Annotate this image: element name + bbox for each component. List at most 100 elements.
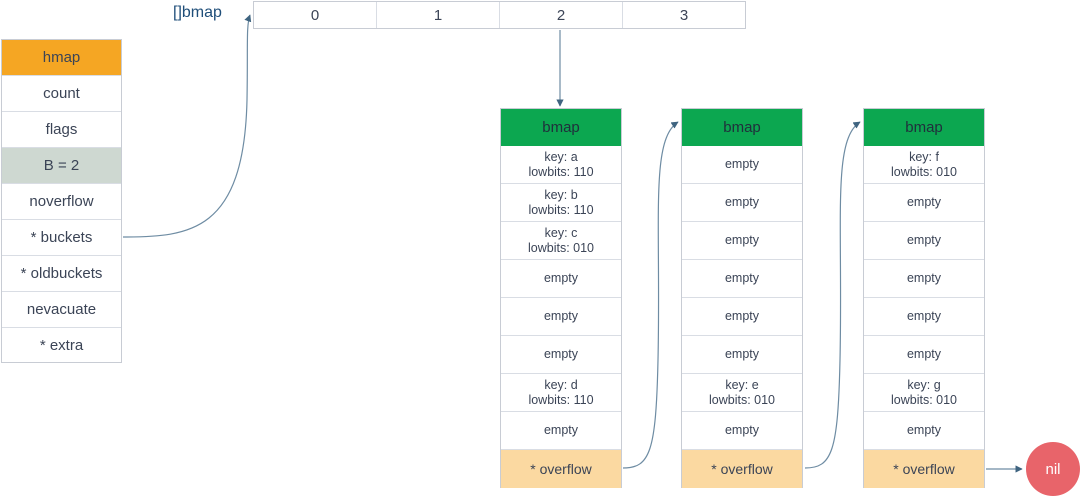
bmap-slot-empty: empty: [682, 412, 802, 450]
bucket-array-cell-1[interactable]: 1: [377, 2, 500, 28]
bmap-slot-empty-label: empty: [724, 157, 760, 172]
bmap-slot-empty-label: empty: [543, 309, 579, 324]
bmap-slot-empty-label: empty: [724, 271, 760, 286]
bmap-slot-lowbits-label: lowbits: 010: [527, 240, 594, 255]
bmap-slot-empty: empty: [682, 336, 802, 374]
hmap-field-label: * extra: [39, 337, 84, 355]
bmap-slot-empty: empty: [682, 146, 802, 184]
hmap-field-label: count: [43, 84, 80, 102]
bmap-slot-empty-label: empty: [906, 423, 942, 438]
bmap-slot-lowbits-label: lowbits: 010: [890, 164, 957, 179]
edge-overflow1-to-bucket2: [804, 121, 861, 469]
bmap-slot-empty: empty: [501, 260, 621, 298]
bmap-slot-empty-label: empty: [906, 271, 942, 286]
hmap-field-row: count: [2, 76, 121, 112]
nil-node: nil: [1026, 442, 1080, 496]
bmap-slot-empty: empty: [682, 184, 802, 222]
bmap-slot-key-label: key: b: [544, 188, 578, 203]
bmap-slot-lowbits-label: lowbits: 110: [528, 392, 594, 407]
bmap-slot-empty-label: empty: [543, 271, 579, 286]
bmap-slot-lowbits-label: lowbits: 010: [890, 392, 957, 407]
bmap-slot-empty-label: empty: [906, 309, 942, 324]
bmap-header-1: bmap: [682, 109, 802, 146]
bmap-slot-lowbits-label: lowbits: 110: [528, 164, 594, 179]
bmap-slot-empty: empty: [501, 298, 621, 336]
bmap-header-2: bmap: [864, 109, 984, 146]
hmap-field-row: flags: [2, 112, 121, 148]
hmap-field-label: hmap: [42, 48, 81, 66]
bmap-overflow-label: * overflow: [893, 460, 955, 477]
bucket-array-cell-3[interactable]: 3: [679, 6, 689, 24]
bmap-bucket-1: bmap empty empty empty empty empty empty key: e…: [681, 108, 803, 488]
bmap-slot-empty: empty: [682, 222, 802, 260]
bmap-overflow-label: * overflow: [530, 460, 592, 477]
bucket-array-cell-2[interactable]: 2: [500, 2, 623, 28]
bmap-slot-key-label: key: a: [544, 150, 578, 165]
hmap-field-row: * extra: [2, 328, 121, 364]
bmap-overflow-row-2: * overflow: [864, 450, 984, 488]
bmap-slot-empty: empty: [864, 260, 984, 298]
bmap-slot-key-label: key: d: [544, 378, 578, 393]
hmap-field-row: * buckets: [2, 220, 121, 256]
bmap-slot-empty: empty: [864, 184, 984, 222]
bmap-slot-key-label: key: f: [909, 150, 939, 165]
hmap-field-label: * oldbuckets: [20, 264, 103, 282]
bmap-slot-empty: empty: [682, 298, 802, 336]
bmap-slot-key-label: key: c: [544, 226, 578, 241]
hmap-field-label: B = 2: [43, 156, 80, 174]
bmap-slot-key-label: key: g: [907, 378, 941, 393]
bmap-header-label: bmap: [542, 118, 580, 136]
bmap-overflow-row-0: * overflow: [501, 450, 621, 488]
hmap-field-row: nevacuate: [2, 292, 121, 328]
edge-buckets-to-array: [122, 14, 252, 238]
hmap-field-label: flags: [45, 120, 78, 138]
bmap-slice-label: []bmap: [173, 4, 222, 21]
bmap-slot-empty-label: empty: [724, 309, 760, 324]
bmap-slot-lowbits-label: lowbits: 010: [708, 392, 775, 407]
bmap-slot-empty-label: empty: [906, 347, 942, 362]
bmap-overflow-row-1: * overflow: [682, 450, 802, 488]
bucket-array-cell-0[interactable]: 0: [254, 2, 377, 28]
bmap-slot-empty-label: empty: [724, 195, 760, 210]
hmap-header-row: hmap: [2, 40, 121, 76]
bmap-overflow-label: * overflow: [711, 460, 773, 477]
bmap-slot-empty-label: empty: [543, 423, 579, 438]
bmap-slot-empty: empty: [864, 222, 984, 260]
bmap-slot-empty: empty: [864, 336, 984, 374]
hmap-field-label: * buckets: [30, 228, 93, 246]
hmap-field-label: nevacuate: [26, 300, 97, 318]
edge-overflow0-to-bucket1: [622, 121, 679, 469]
hmap-field-row: noverflow: [2, 184, 121, 220]
bmap-slot-empty-label: empty: [906, 233, 942, 248]
hmap-field-label: noverflow: [29, 192, 94, 210]
bmap-slot-empty-label: empty: [906, 195, 942, 210]
bmap-slot-empty-label: empty: [724, 347, 760, 362]
bmap-slot-empty: empty: [501, 412, 621, 450]
nil-label: nil: [1045, 460, 1061, 478]
bmap-slot-lowbits-label: lowbits: 110: [528, 202, 594, 217]
hmap-field-row: * oldbuckets: [2, 256, 121, 292]
hmap-field-row: B = 2: [2, 148, 121, 184]
bmap-slot-key-label: key: e: [725, 378, 759, 393]
bmap-slot-empty: empty: [864, 412, 984, 450]
bmap-slot-empty: empty: [501, 336, 621, 374]
hmap-struct: hmap count flags B = 2 noverflow * buckets * o…: [1, 39, 122, 363]
bmap-slot-empty: empty: [864, 298, 984, 336]
bmap-slot-empty-label: empty: [543, 347, 579, 362]
bmap-header-label: bmap: [723, 118, 761, 136]
bmap-header-0: bmap: [501, 109, 621, 146]
bmap-slot-empty: empty: [682, 260, 802, 298]
bmap-slot-empty-label: empty: [724, 233, 760, 248]
bmap-slot-empty-label: empty: [724, 423, 760, 438]
